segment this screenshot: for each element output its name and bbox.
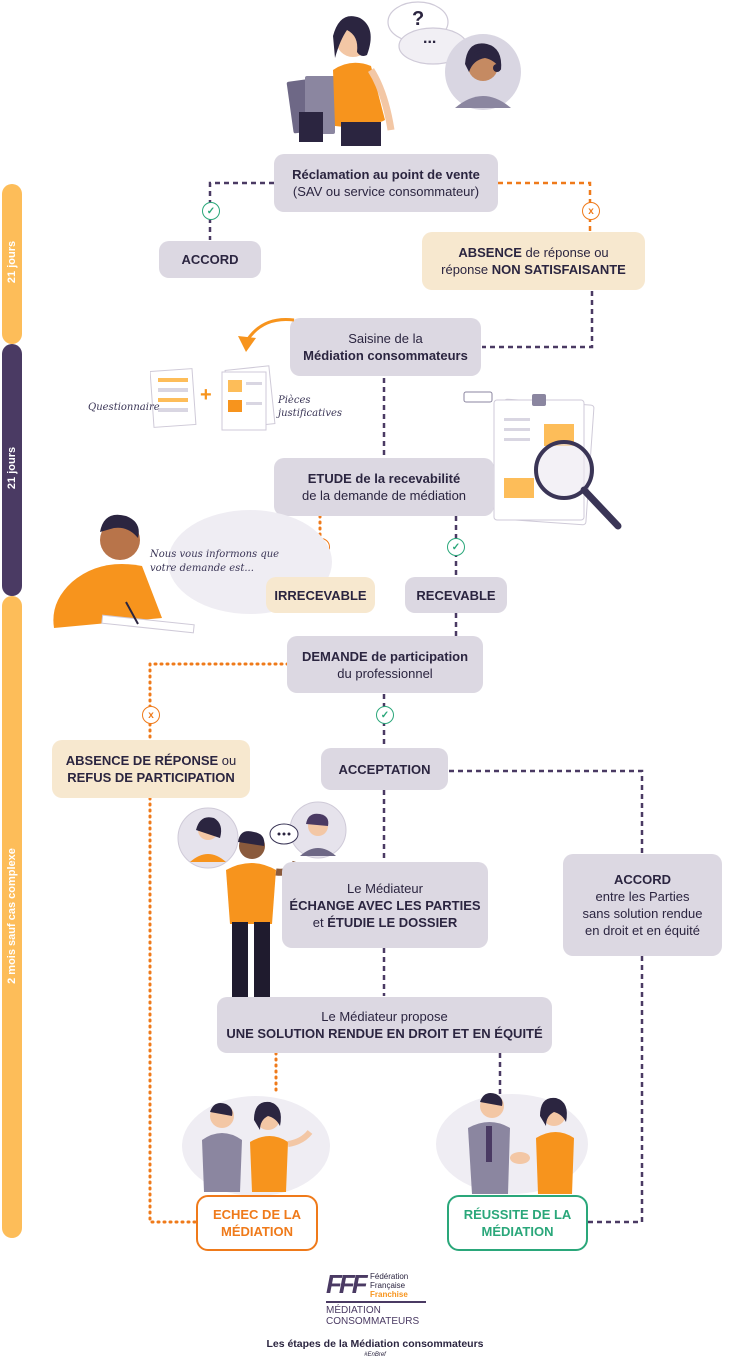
irrecevable-label: IRRECEVABLE: [274, 587, 367, 603]
logo-product-line1: MÉDIATION: [326, 1305, 381, 1316]
step-reclamation: Réclamation au point de vente (SAV ou se…: [274, 154, 498, 212]
connector-reclamation-accord: [208, 181, 274, 240]
logo-product-line2: CONSOMMATEURS: [326, 1316, 420, 1327]
accord2-line2: entre les Parties: [595, 889, 690, 904]
fff-logo: FFF Fédération Française Franchise MÉDIA…: [326, 1270, 436, 1332]
reussite-line2: MÉDIATION: [481, 1224, 554, 1239]
reussite-line1: RÉUSSITE DE LA: [463, 1207, 572, 1222]
propose-bold: UNE SOLUTION RENDUE EN DROIT ET EN ÉQUIT…: [226, 1026, 543, 1041]
cross-icon: x: [142, 706, 160, 724]
acceptation-label: ACCEPTATION: [338, 761, 431, 777]
cross-icon: x: [582, 202, 600, 220]
step-absence-refus: ABSENCE DE RÉPONSE ou REFUS DE PARTICIPA…: [52, 740, 250, 798]
etude-bold: ETUDE de la recevabilité: [307, 471, 461, 486]
accord2-bold: ACCORD: [613, 872, 672, 887]
check-icon: ✓: [447, 538, 465, 556]
absence2-bold-2: REFUS DE PARTICIPATION: [67, 770, 235, 785]
step-propose: Le Médiateur propose UNE SOLUTION RENDUE…: [217, 997, 552, 1053]
timeline-segment-3: [2, 596, 22, 1238]
logo-org-line2: Française: [370, 1281, 406, 1290]
accord2-line4: en droit et en équité: [585, 923, 700, 938]
step-irrecevable: IRRECEVABLE: [266, 577, 375, 613]
connector-accord-reussite: [586, 956, 644, 1224]
footer-credit: #EnBref: [364, 1352, 386, 1358]
clipboard-magnifier-illustration: [463, 391, 622, 530]
logo-divider: [326, 1301, 426, 1303]
reclamation-subtitle: (SAV ou service consommateur): [292, 184, 480, 199]
connector-absence-saisine: [482, 291, 594, 349]
echange-line1: Le Médiateur: [347, 880, 423, 896]
demande-bold: DEMANDE de participation: [301, 648, 469, 664]
connector-reclamation-absence: [498, 181, 592, 232]
check-icon: ✓: [376, 706, 394, 724]
outcome-echec: ECHEC DE LA MÉDIATION: [196, 1195, 318, 1251]
step-etude: ETUDE de la recevabilité de la demande d…: [274, 458, 494, 516]
absence2-bold: ABSENCE DE RÉPONSE: [65, 753, 219, 768]
customer-illustration: [286, 1, 521, 146]
connector-absence2-echec: [148, 796, 198, 1224]
step-absence-reponse: ABSENCE de réponse ou réponse NON SATISF…: [422, 232, 645, 290]
absence-text: de réponse ou: [521, 245, 609, 260]
logo-org-line1: Fédération: [370, 1272, 409, 1281]
echec-line2: MÉDIATION: [221, 1224, 293, 1239]
step-echange: Le Médiateur ÉCHANGE AVEC LES PARTIES et…: [282, 862, 488, 948]
success-illustration: [436, 1093, 588, 1194]
step-demande: DEMANDE de participation du professionne…: [287, 636, 483, 693]
logo-mark: FFF: [326, 1269, 368, 1299]
timeline-segment-2: [2, 344, 22, 596]
connector-demande-absence2: [148, 662, 290, 742]
ellipsis-bubble-text: ...: [423, 30, 437, 47]
reclamation-title: Réclamation au point de vente: [292, 167, 480, 182]
footer-title: Les étapes de la Médiation consommateurs: [266, 1338, 484, 1350]
absence-bold: ABSENCE: [458, 245, 522, 260]
demande-text: du professionnel: [337, 665, 433, 681]
step-recevable: RECEVABLE: [405, 577, 507, 613]
mediator-writing-illustration: [53, 510, 332, 634]
step-acceptation: ACCEPTATION: [321, 748, 448, 790]
recevable-label: RECEVABLE: [416, 587, 496, 603]
saisine-text: Saisine de la: [348, 331, 423, 346]
absence-bold-2: NON SATISFAISANTE: [491, 262, 626, 277]
curved-arrow-icon: [238, 317, 295, 352]
accord2-line3: sans solution rendue: [582, 906, 703, 921]
step-accord-parties: ACCORD entre les Parties sans solution r…: [563, 854, 722, 956]
mediator-note: Nous vous informons que votre demande es…: [150, 549, 280, 574]
echange-line3-pre: et: [312, 914, 328, 930]
question-mark: ?: [412, 8, 425, 30]
questionnaire-label: Questionnaire: [88, 402, 160, 413]
absence2-text: ou: [218, 753, 237, 768]
step-saisine: Saisine de la Médiation consommateurs: [290, 318, 481, 376]
connector-acceptation-accord: [449, 769, 644, 854]
echec-line1: ECHEC DE LA: [212, 1207, 302, 1222]
pieces-label: Pièces justificatives: [278, 395, 343, 419]
timeline-segment-1: [2, 184, 22, 344]
absence-text-2: réponse: [441, 262, 492, 277]
propose-text: Le Médiateur propose: [321, 1009, 448, 1024]
echange-line3-bold: ÉTUDIE LE DOSSIER: [327, 914, 458, 930]
accord-label: ACCORD: [181, 252, 239, 267]
step-accord: ACCORD: [159, 241, 261, 278]
check-icon: ✓: [202, 202, 220, 220]
plus-sign: +: [200, 384, 212, 406]
logo-org-line3: Franchise: [370, 1290, 408, 1299]
mediator-standing-illustration: [177, 801, 347, 998]
etude-text: de la demande de médiation: [301, 488, 467, 503]
saisine-bold: Médiation consommateurs: [303, 348, 468, 363]
outcome-reussite: RÉUSSITE DE LA MÉDIATION: [447, 1195, 588, 1251]
documents-illustration: [150, 365, 276, 431]
failure-illustration: [182, 1096, 330, 1196]
echange-line2: ÉCHANGE AVEC LES PARTIES: [289, 897, 481, 913]
